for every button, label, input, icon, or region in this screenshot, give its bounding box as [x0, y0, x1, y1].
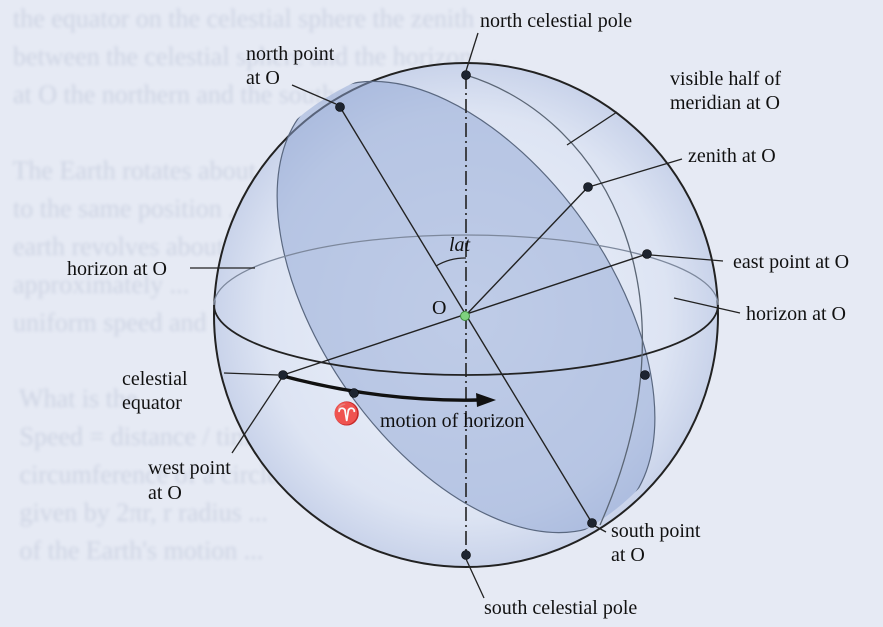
label-visible-meridian-line1: visible half of [670, 68, 781, 90]
label-south-celestial-pole: south celestial pole [484, 597, 637, 619]
leader-celestial-equator [223, 372, 279, 376]
label-horizon-right: horizon at O [746, 303, 846, 325]
south-celestial-pole-dot [461, 550, 471, 560]
label-east-point: east point at O [733, 251, 849, 273]
label-zenith: zenith at O [688, 145, 776, 167]
leader-south-point [594, 525, 607, 533]
zenith-dot [583, 182, 593, 192]
label-north-celestial-pole: north celestial pole [480, 10, 632, 32]
label-origin: O [432, 297, 446, 319]
label-west-point-line1: west point [148, 457, 231, 479]
motion-arrow-shaft [282, 374, 479, 402]
label-celestial-equator-line2: equator [122, 392, 182, 414]
leader-north-point [291, 84, 337, 105]
east-point-dot [642, 249, 652, 259]
north-celestial-pole-dot [461, 70, 471, 80]
leader-horizon-right [673, 297, 741, 314]
label-south-point-line1: south point [611, 520, 701, 542]
leader-west-point [231, 378, 282, 454]
meridian-visible-half [465, 74, 643, 526]
label-horizon-left: horizon at O [67, 258, 167, 280]
motion-arrow-head [476, 393, 496, 407]
west-point-dot [278, 370, 288, 380]
label-lat: lat [449, 234, 471, 256]
south-point-dot [587, 518, 597, 528]
leader-east-point [650, 254, 724, 262]
leader-visible-meridian [566, 111, 618, 146]
label-north-point-line2: at O [246, 67, 280, 89]
zenith-line [465, 186, 589, 316]
label-west-point-line2: at O [148, 482, 182, 504]
leader-north-celestial-pole [465, 32, 479, 72]
celestial-equator-back [213, 234, 719, 306]
label-motion-of-horizon: motion of horizon [380, 410, 524, 432]
lat-angle-arc [435, 257, 467, 267]
origin-dot [460, 311, 470, 321]
first-point-of-aries-dot [349, 388, 359, 398]
leader-south-celestial-pole [465, 558, 485, 599]
label-south-point-line2: at O [611, 544, 645, 566]
label-visible-meridian-line2: meridian at O [670, 92, 780, 114]
equator-horizon-intersection-dot [640, 370, 650, 380]
label-first-point-of-aries: ♈ [333, 401, 360, 426]
north-point-dot [335, 102, 345, 112]
label-north-point-line1: north point [246, 43, 335, 65]
leader-zenith [591, 158, 683, 187]
label-celestial-equator-line1: celestial [122, 368, 188, 390]
